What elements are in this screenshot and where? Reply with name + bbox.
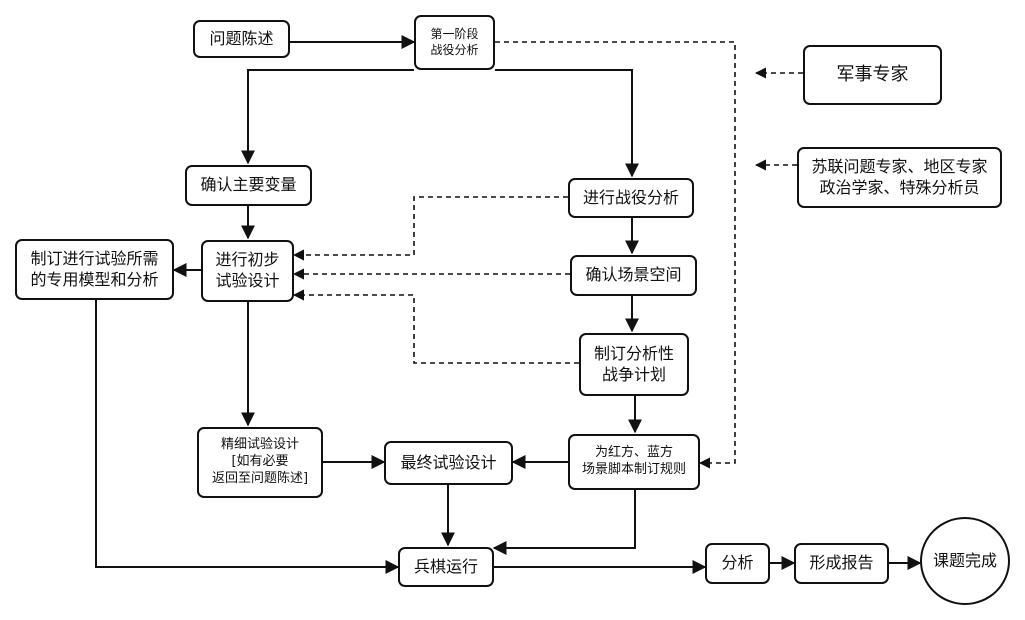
node-label-line: 形成报告 <box>809 553 874 573</box>
node-label-line: 返回至问题陈述] <box>211 470 309 486</box>
refined-design-box: 精细试验设计[如有必要返回至问题陈述] <box>197 427 323 498</box>
military-experts-box: 军事专家 <box>803 45 942 105</box>
arrow-phase1-to-variables <box>241 69 414 165</box>
node-label-line: 课题完成 <box>932 550 997 570</box>
node-label-line: 第一阶段 <box>430 26 479 41</box>
node-label-line: 确认主要变量 <box>200 175 297 195</box>
scenario-space-box: 确认场景空间 <box>570 255 697 296</box>
wargame-run-box: 兵棋运行 <box>398 547 494 587</box>
dashed-campaign-to-prelim <box>292 196 568 261</box>
dashed-warplan-to-prelim <box>292 289 579 364</box>
node-label-line: 战争计划 <box>601 364 666 384</box>
arrow-models-to-wargame <box>95 300 400 574</box>
final-design-box: 最终试验设计 <box>384 441 513 485</box>
node-label-line: 为红方、蓝方 <box>594 445 673 461</box>
dashed-phase1-to-rules <box>495 41 736 469</box>
form-report-box: 形成报告 <box>794 543 889 584</box>
confirm-main-variables-box: 确认主要变量 <box>185 165 312 206</box>
problem-statement-box: 问题陈述 <box>193 20 290 58</box>
arrow-phase1-to-campaign <box>495 69 639 178</box>
node-label-line: [如有必要 <box>231 454 289 470</box>
preliminary-design-box: 进行初步试验设计 <box>201 240 294 302</box>
node-label-line: 进行战役分析 <box>582 187 679 207</box>
node-label-line: 苏联问题专家、地区专家 <box>811 156 988 176</box>
node-label-line: 兵棋运行 <box>413 556 478 576</box>
node-label-line: 军事专家 <box>836 64 909 86</box>
node-label-line: 场景脚本制订规则 <box>581 462 686 477</box>
node-label-line: 制订分析性 <box>593 343 674 363</box>
project-complete-circle: 课题完成 <box>920 517 1010 605</box>
node-label-line: 最终试验设计 <box>400 452 497 472</box>
node-label-line: 分析 <box>721 553 754 573</box>
node-label-line: 精细试验设计 <box>220 437 299 453</box>
war-plan-box: 制订分析性战争计划 <box>579 333 689 396</box>
node-label-line: 的专用模型和分析 <box>30 269 159 289</box>
node-label-line: 确认场景空间 <box>585 265 682 285</box>
arrow-rules-to-wargame <box>492 490 636 555</box>
analysis-box: 分析 <box>705 543 770 584</box>
node-label-line: 政治学家、特殊分析员 <box>819 177 980 197</box>
node-label-line: 制订进行试验所需 <box>30 248 159 268</box>
node-label-line: 战役分析 <box>430 42 479 57</box>
node-label-line: 进行初步 <box>215 250 280 270</box>
red-blue-rules-box: 为红方、蓝方场景脚本制订规则 <box>568 434 700 490</box>
special-models-box: 制订进行试验所需的专用模型和分析 <box>15 239 174 300</box>
phase1-campaign-analysis-box: 第一阶段战役分析 <box>414 15 495 70</box>
soviet-experts-box: 苏联问题专家、地区专家政治学家、特殊分析员 <box>797 147 1002 208</box>
node-label-line: 试验设计 <box>215 271 280 290</box>
node-label-line: 问题陈述 <box>209 28 274 48</box>
campaign-analysis-box: 进行战役分析 <box>568 178 694 218</box>
